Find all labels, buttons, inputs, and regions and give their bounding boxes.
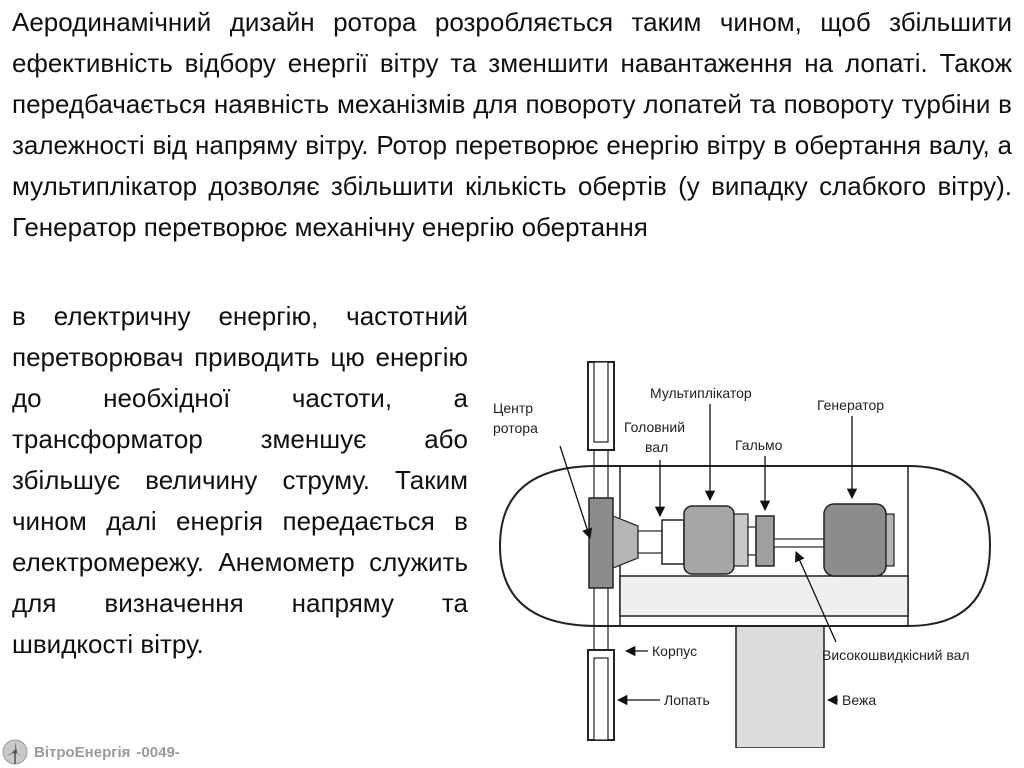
- coupling-shape: [747, 526, 757, 556]
- bed-plate-shape: [619, 575, 909, 617]
- intro-paragraph: Аеродинамічний дизайн ротора розробляєть…: [12, 7, 1012, 242]
- hub-cone-shape: [612, 515, 639, 569]
- tower-label: Вежа: [842, 692, 876, 708]
- rotor-center-label: Центр: [493, 400, 533, 416]
- generator-label: Генератор: [817, 397, 884, 413]
- gearbox-shape: [683, 505, 735, 575]
- brake-shape: [755, 515, 775, 567]
- blade-label: Лопать: [664, 692, 710, 708]
- rotor-hub-shape: [588, 497, 614, 589]
- brake-label: Гальмо: [735, 437, 783, 453]
- high-speed-shaft-label: Високошвидкісний вал: [822, 647, 970, 663]
- coupling-shape: [661, 519, 685, 565]
- lower-blade-inner: [593, 657, 609, 741]
- main-shaft-label: вал: [645, 439, 668, 455]
- footer: ВітроЕнергія -0049-: [2, 738, 180, 766]
- wind-turbine-nacelle-diagram: Центр ротора Головний вал Мультиплікатор…: [493, 361, 992, 748]
- high-speed-shaft-shape: [773, 538, 825, 548]
- gearbox-side-shape: [733, 513, 749, 567]
- housing-label: Корпус: [652, 643, 697, 659]
- wind-turbine-logo-icon: [2, 739, 28, 765]
- rotor-center-label: ротора: [493, 420, 538, 436]
- generator-shape: [823, 503, 887, 577]
- high-speed-shaft-arrow: [795, 551, 837, 643]
- main-shaft-label: Головний: [624, 419, 685, 435]
- rotor-center-arrow: [559, 445, 593, 539]
- main-shaft-shape: [637, 530, 663, 554]
- tower-shape: [735, 613, 825, 748]
- generator-end-shape: [885, 513, 895, 567]
- footer-page-number: -0049-: [136, 743, 180, 761]
- upper-blade-inner: [593, 361, 609, 443]
- continuation-paragraph: в електричну енергію, частотний перетвор…: [12, 301, 468, 659]
- footer-brand: ВітроЕнергія: [34, 743, 131, 761]
- gearbox-label: Мультиплікатор: [650, 385, 752, 401]
